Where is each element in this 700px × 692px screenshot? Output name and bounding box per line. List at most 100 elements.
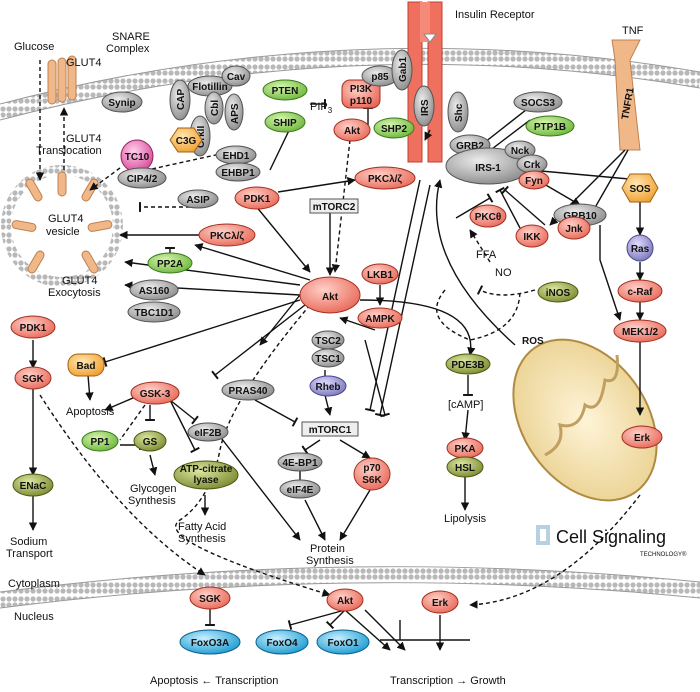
svg-text:p85: p85 bbox=[371, 72, 389, 83]
aps-node bbox=[224, 93, 244, 131]
svg-text:ASIP: ASIP bbox=[186, 195, 210, 206]
no-label: NO bbox=[495, 267, 512, 279]
svg-text:IRS: IRS bbox=[420, 99, 431, 116]
svg-text:mTORC2: mTORC2 bbox=[313, 202, 356, 213]
snare-label-1: SNARE bbox=[112, 31, 150, 43]
gab1-node bbox=[391, 49, 413, 91]
svg-text:C3G: C3G bbox=[176, 136, 197, 147]
fyn-node bbox=[518, 170, 550, 190]
tsc1-node bbox=[311, 348, 345, 368]
sos-node bbox=[621, 173, 659, 203]
svg-text:PTP1B: PTP1B bbox=[534, 122, 566, 133]
svg-text:PKCθ: PKCθ bbox=[475, 212, 502, 223]
synip-node bbox=[101, 91, 143, 113]
svg-text:SGK: SGK bbox=[199, 594, 221, 605]
svg-text:eIF2B: eIF2B bbox=[194, 428, 221, 439]
svg-text:Ras: Ras bbox=[631, 244, 650, 255]
p70-node bbox=[353, 457, 391, 491]
svg-text:Nck: Nck bbox=[511, 146, 530, 157]
shc-node bbox=[447, 91, 469, 133]
4ebp1-node bbox=[277, 452, 323, 472]
akt-membrane-node bbox=[333, 118, 371, 142]
svg-text:PP1: PP1 bbox=[91, 437, 110, 448]
nuclear-membrane bbox=[0, 566, 700, 608]
pip3-label: PIP3 bbox=[310, 101, 333, 115]
pten-node bbox=[262, 79, 308, 101]
svg-text:Synthesis: Synthesis bbox=[178, 533, 226, 545]
pkc-lz-left-node bbox=[198, 223, 256, 247]
glucose-label: Glucose bbox=[14, 41, 54, 53]
svg-text:FoxO4: FoxO4 bbox=[266, 638, 298, 649]
svg-text:p70: p70 bbox=[363, 463, 381, 474]
svg-text:Shc: Shc bbox=[454, 103, 465, 122]
svg-text:Fyn: Fyn bbox=[525, 176, 543, 187]
svg-text:PTEN: PTEN bbox=[272, 86, 299, 97]
svg-text:CIP4/2: CIP4/2 bbox=[127, 174, 158, 185]
insulin-receptor-label: Insulin Receptor bbox=[455, 9, 535, 21]
enac-node bbox=[12, 473, 54, 497]
svg-text:Akt: Akt bbox=[344, 126, 361, 137]
svg-text:iNOS: iNOS bbox=[546, 288, 571, 299]
akt-main-node bbox=[299, 276, 361, 314]
svg-text:Flotillin: Flotillin bbox=[192, 82, 228, 93]
pde3b-node bbox=[445, 353, 491, 375]
erk-node bbox=[621, 425, 663, 449]
svg-text:Bad: Bad bbox=[77, 361, 96, 372]
nodes: Synip CAP Flotillin Cav Cbl APS CrkII C3… bbox=[10, 49, 667, 655]
svg-text:Cbl: Cbl bbox=[210, 100, 221, 116]
mitochondrion bbox=[512, 338, 658, 502]
as160-box bbox=[129, 279, 179, 301]
svg-text:Gab1: Gab1 bbox=[398, 57, 409, 82]
ikk-node bbox=[515, 224, 549, 248]
svg-text:SOCS3: SOCS3 bbox=[521, 98, 555, 109]
ptp1b-node bbox=[525, 115, 575, 137]
svg-text:Apoptosis ← Transcription: Apoptosis ← Transcription bbox=[150, 675, 278, 687]
svg-text:Akt: Akt bbox=[322, 292, 339, 303]
svg-text:TBC1D1: TBC1D1 bbox=[135, 308, 174, 319]
svg-text:SGK: SGK bbox=[22, 374, 44, 385]
svg-text:SHIP: SHIP bbox=[273, 118, 297, 129]
translocation-label-1: GLUT4 bbox=[66, 133, 101, 145]
tnf-label: TNF bbox=[622, 25, 644, 37]
ehbp1-node bbox=[215, 162, 261, 182]
pkc-lz-top-node bbox=[354, 166, 416, 190]
svg-text:IRS-1: IRS-1 bbox=[475, 163, 501, 174]
svg-text:Cav: Cav bbox=[227, 72, 246, 83]
svg-text:FoxO3A: FoxO3A bbox=[191, 638, 229, 649]
svg-text:AMPK: AMPK bbox=[365, 314, 395, 325]
pi3k-node bbox=[341, 79, 381, 109]
svg-text:ENaC: ENaC bbox=[20, 481, 47, 492]
rheb-node bbox=[309, 375, 347, 397]
vesicle-label-2: vesicle bbox=[46, 226, 80, 238]
mek12-node bbox=[613, 319, 667, 343]
svg-text:PKCλ/ζ: PKCλ/ζ bbox=[368, 174, 402, 185]
svg-text:EHD1: EHD1 bbox=[223, 151, 250, 162]
mtorc2-node bbox=[309, 198, 359, 214]
inos-node bbox=[537, 281, 579, 303]
pp2a-node bbox=[147, 252, 193, 274]
erk-nuc-node bbox=[421, 590, 459, 614]
svg-text:Erk: Erk bbox=[634, 433, 651, 444]
ffa-label: FFA bbox=[476, 249, 497, 261]
svg-text:mTORC1: mTORC1 bbox=[309, 425, 352, 436]
svg-text:Transcription → Growth: Transcription → Growth bbox=[390, 675, 506, 687]
pkc-theta-node bbox=[469, 204, 507, 228]
svg-text:Erk: Erk bbox=[432, 598, 449, 609]
atp-lyase-node bbox=[173, 460, 239, 490]
svg-text:lyase: lyase bbox=[193, 475, 218, 486]
eif2b-node bbox=[187, 422, 229, 442]
svg-text:Lipolysis: Lipolysis bbox=[444, 513, 487, 525]
jnk-node bbox=[557, 216, 591, 240]
svg-text:c-Raf: c-Raf bbox=[627, 287, 653, 298]
svg-text:GRB2: GRB2 bbox=[456, 141, 484, 152]
svg-text:eIF4E: eIF4E bbox=[287, 485, 314, 496]
ros-label: ROS bbox=[522, 336, 544, 347]
cytoplasm-label: Cytoplasm bbox=[8, 578, 60, 590]
outcomes: Apoptosis Glycogen Synthesis Fatty Acid … bbox=[6, 406, 506, 687]
translocation-label-2: Translocation bbox=[36, 145, 102, 157]
c3g-node bbox=[169, 127, 203, 153]
ampk-node bbox=[357, 307, 403, 329]
svg-text:EHBP1: EHBP1 bbox=[221, 168, 255, 179]
svg-text:ATP-citrate: ATP-citrate bbox=[180, 464, 233, 475]
